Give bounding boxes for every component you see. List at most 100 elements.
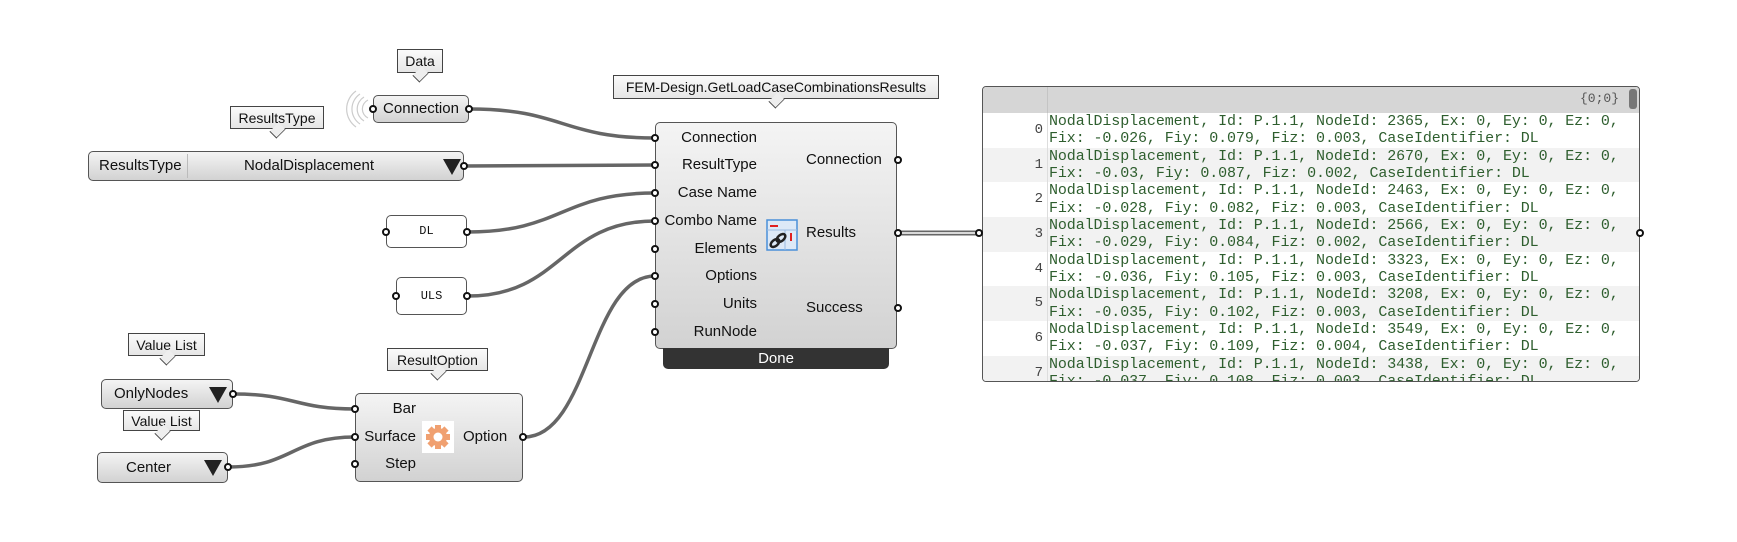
tooltip-value-list-1: Value List: [128, 333, 205, 366]
item-index: 7: [983, 355, 1048, 381]
value-list-selected[interactable]: NodalDisplacement: [243, 157, 375, 174]
case-name-value: DL: [419, 224, 434, 238]
connection-param-input-socket[interactable]: [369, 105, 377, 113]
item-index: 4: [983, 251, 1048, 287]
wireless-icon: [346, 90, 369, 128]
dropdown-arrow-icon[interactable]: [209, 387, 227, 403]
get-load-case-combinations-results-component[interactable]: Connection ResultType Case Name Combo Na…: [655, 122, 897, 349]
center-value-list[interactable]: Center: [97, 452, 228, 483]
wire-connection: [469, 107, 656, 140]
data-path: {0;0}: [1579, 91, 1619, 106]
value-list-selected[interactable]: OnlyNodes: [114, 385, 189, 402]
wire-options: [523, 274, 656, 439]
bar-input-socket[interactable]: [351, 405, 359, 413]
wire-case-name: [467, 191, 656, 234]
tooltip-results-type: ResultsType: [230, 106, 324, 139]
tooltip-text: Value List: [136, 337, 197, 353]
combo-panel-input-socket[interactable]: [392, 292, 400, 300]
option-output-socket[interactable]: [519, 433, 527, 441]
case-panel-output-socket[interactable]: [463, 228, 471, 236]
input-units: Units: [722, 295, 757, 312]
connection-param-output-socket[interactable]: [465, 105, 473, 113]
result-type-input-socket[interactable]: [651, 161, 659, 169]
input-connection: Connection: [681, 129, 757, 146]
combo-name-panel[interactable]: ULS: [396, 277, 467, 315]
surface-input-socket[interactable]: [351, 433, 359, 441]
results-type-output-socket[interactable]: [460, 162, 468, 170]
only-nodes-output-socket[interactable]: [229, 390, 237, 398]
case-name-input-socket[interactable]: [651, 189, 659, 197]
item-text: NodalDisplacement, Id: P.1.1, NodeId: 23…: [1049, 113, 1619, 148]
center-output-socket[interactable]: [224, 463, 232, 471]
results-panel-output-socket[interactable]: [1636, 229, 1644, 237]
item-text: NodalDisplacement, Id: P.1.1, NodeId: 25…: [1049, 217, 1619, 252]
connection-param-label: Connection: [383, 100, 459, 117]
item-text: NodalDisplacement, Id: P.1.1, NodeId: 33…: [1049, 251, 1619, 287]
status-bar: Done: [663, 348, 889, 369]
item-index: 1: [983, 147, 1048, 183]
combo-panel-output-socket[interactable]: [463, 292, 471, 300]
tooltip-text: ResultOption: [397, 352, 478, 368]
tooltip-text: Value List: [131, 413, 192, 429]
combo-name-input-socket[interactable]: [651, 217, 659, 225]
dropdown-arrow-icon[interactable]: [204, 460, 222, 476]
output-option: Option: [463, 428, 508, 445]
input-case-name: Case Name: [677, 184, 757, 201]
connection-param[interactable]: Connection: [373, 95, 469, 123]
success-output-socket[interactable]: [894, 304, 902, 312]
case-name-panel[interactable]: DL: [386, 215, 467, 248]
connection-output-socket[interactable]: [894, 156, 902, 164]
dropdown-arrow-icon[interactable]: [443, 159, 461, 175]
item-text: NodalDisplacement, Id: P.1.1, NodeId: 26…: [1049, 147, 1619, 182]
input-result-type: ResultType: [681, 156, 757, 173]
tooltip-value-list-2: Value List: [123, 410, 200, 441]
wire-combo-name: [467, 219, 656, 298]
results-output-socket[interactable]: [894, 229, 902, 237]
results-type-value-list[interactable]: ResultsType NodalDisplacement: [88, 151, 464, 181]
wire-only-nodes: [233, 392, 356, 411]
input-step: Step: [385, 455, 416, 472]
results-panel-input-socket[interactable]: [975, 229, 983, 237]
input-bar: Bar: [392, 400, 416, 417]
tooltip-text: FEM-Design.GetLoadCaseCombinationsResult…: [625, 79, 927, 95]
elements-input-socket[interactable]: [651, 245, 659, 253]
result-option-component[interactable]: Bar Surface Step Option: [355, 393, 523, 482]
connection-input-socket[interactable]: [651, 134, 659, 142]
output-results: Results: [806, 224, 857, 241]
tooltip-text: ResultsType: [238, 110, 316, 126]
step-input-socket[interactable]: [351, 460, 359, 468]
input-combo-name: Combo Name: [664, 212, 757, 229]
tooltip-data: Data: [397, 49, 443, 83]
value-list-selected[interactable]: Center: [126, 459, 172, 476]
output-connection: Connection: [806, 151, 882, 168]
value-list-divider: [187, 154, 188, 178]
value-list-name: ResultsType: [99, 157, 182, 174]
item-text: NodalDisplacement, Id: P.1.1, NodeId: 35…: [1049, 321, 1619, 356]
run-node-input-socket[interactable]: [651, 328, 659, 336]
tooltip-component: FEM-Design.GetLoadCaseCombinationsResult…: [613, 75, 939, 109]
options-input-socket[interactable]: [651, 272, 659, 280]
item-index: 6: [983, 321, 1048, 356]
input-run-node: RunNode: [693, 323, 757, 340]
wire-center: [228, 435, 356, 469]
item-index: 5: [983, 286, 1048, 322]
item-index: 0: [983, 113, 1048, 148]
panel-scrollbar[interactable]: [1629, 89, 1637, 109]
only-nodes-value-list[interactable]: OnlyNodes: [101, 379, 233, 409]
output-success: Success: [806, 299, 863, 316]
gear-icon: [422, 421, 454, 453]
input-surface: Surface: [364, 428, 416, 445]
units-input-socket[interactable]: [651, 300, 659, 308]
item-index: 2: [983, 182, 1048, 218]
case-panel-input-socket[interactable]: [382, 228, 390, 236]
item-text: NodalDisplacement, Id: P.1.1, NodeId: 32…: [1049, 286, 1619, 321]
